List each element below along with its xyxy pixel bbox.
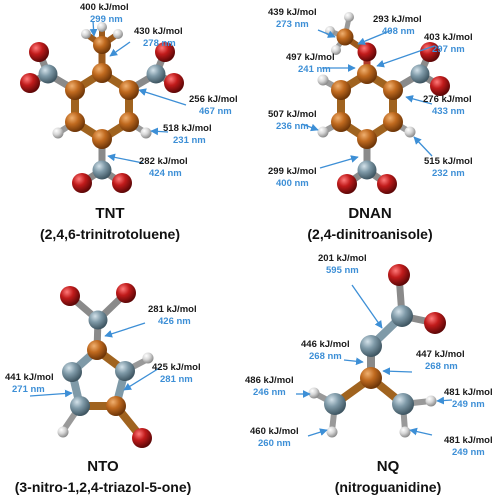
dnan-molecule [317,12,450,194]
nq-bond-energy: 447 kJ/mol [416,349,465,360]
nto-arrow-2 [29,389,73,398]
nq-bond-energy: 460 kJ/mol [250,426,299,437]
nq-bond-wavelength: 268 nm [309,351,342,362]
dnan-bond-energy: 515 kJ/mol [424,156,473,167]
nto-bond-wavelength: 281 nm [160,374,193,385]
dnan-bond-energy: 507 kJ/mol [268,109,317,120]
dnan-bond-energy: 276 kJ/mol [423,94,472,105]
nq-bond-wavelength: 249 nm [452,399,485,410]
nto-panel: 281 kJ/mol 426 nm 441 kJ/mol 271 nm 425 … [5,283,201,495]
dnan-bond-wavelength: 236 nm [276,121,309,132]
nto-arrow-3 [123,366,162,391]
tnt-bond-wavelength: 231 nm [173,135,206,146]
tnt-arrow-2 [109,41,131,57]
nto-bond-energy: 281 kJ/mol [148,304,197,315]
tnt-arrow-3 [138,88,187,106]
nto-name: NTO [87,458,119,475]
dnan-bond-wavelength: 232 nm [432,168,465,179]
dnan-bond-wavelength: 241 nm [298,64,331,75]
nq-arrow-2 [343,357,364,366]
dnan-arrow-5 [301,123,319,132]
dnan-bond-energy: 403 kJ/mol [424,32,473,43]
nq-bond-energy: 201 kJ/mol [318,253,367,264]
tnt-bond-energy: 430 kJ/mol [134,26,183,37]
nq-bond-energy: 486 kJ/mol [245,375,294,386]
nq-bond-wavelength: 595 nm [326,265,359,276]
nq-name: NQ [377,458,400,475]
dnan-arrow-3 [376,45,435,68]
nq-arrow-3 [382,367,413,376]
tnt-arrow-4 [150,127,169,136]
tnt-bond-energy: 282 kJ/mol [139,156,188,167]
nq-bond-energy: 481 kJ/mol [444,387,493,398]
dnan-full-name: (2,4-dinitroanisole) [307,226,432,242]
tnt-full-name: (2,4,6-trinitrotoluene) [40,226,180,242]
nto-full-name: (3-nitro-1,2,4-triazol-5-one) [15,479,192,495]
nto-bond-wavelength: 426 nm [158,316,191,327]
nto-bond-energy: 425 kJ/mol [152,362,201,373]
nq-bond-energy: 446 kJ/mol [301,339,350,350]
dnan-arrow-6 [405,95,433,105]
dnan-bond-energy: 439 kJ/mol [268,7,317,18]
dnan-bond-energy: 293 kJ/mol [373,14,422,25]
nq-molecule [308,264,446,438]
tnt-bond-energy: 256 kJ/mol [189,94,238,105]
dnan-bond-wavelength: 400 nm [276,178,309,189]
dnan-bond-wavelength: 273 nm [276,19,309,30]
nto-bond-wavelength: 271 nm [12,384,45,395]
tnt-molecule [20,22,184,193]
nq-arrow-7 [409,427,433,436]
dnan-bond-energy: 299 kJ/mol [268,166,317,177]
dnan-panel: 439 kJ/mol 273 nm 293 kJ/mol 408 nm 403 … [268,7,473,242]
dnan-arrow-8 [319,155,359,169]
nq-bond-energy: 481 kJ/mol [444,435,493,446]
nq-panel: 201 kJ/mol 595 nm 446 kJ/mol 268 nm 447 … [245,253,493,495]
tnt-panel: 400 kJ/mol 299 nm 430 kJ/mol 278 nm 256 … [20,2,238,242]
nq-full-name: (nitroguanidine) [335,479,442,495]
nto-arrow-1 [104,322,146,338]
dnan-arrow-2 [357,29,393,45]
nq-arrow-6 [307,428,328,437]
dnan-arrow-7 [413,136,433,157]
nq-bond-wavelength: 260 nm [258,438,291,449]
nto-bond-energy: 441 kJ/mol [5,372,54,383]
dnan-bond-wavelength: 297 nm [432,44,465,55]
tnt-bond-wavelength: 299 nm [90,14,123,25]
tnt-bond-wavelength: 467 nm [199,106,232,117]
dnan-bond-wavelength: 408 nm [382,26,415,37]
dnan-arrow-1 [317,29,336,38]
nq-arrow-1 [351,284,383,329]
nq-bond-wavelength: 249 nm [452,447,485,458]
dnan-name: DNAN [348,205,391,222]
tnt-arrow-1 [89,20,98,37]
nto-molecule [57,283,154,448]
nq-arrow-5 [436,396,453,405]
tnt-bond-wavelength: 424 nm [149,168,182,179]
tnt-bond-wavelength: 278 nm [143,38,176,49]
tnt-bond-energy: 400 kJ/mol [80,2,129,13]
dnan-bond-energy: 497 kJ/mol [286,52,335,63]
tnt-arrow-5 [107,153,144,164]
tnt-bond-energy: 518 kJ/mol [163,123,212,134]
nq-bond-wavelength: 246 nm [253,387,286,398]
dnan-bond-wavelength: 433 nm [432,106,465,117]
tnt-name: TNT [95,205,124,222]
nq-bond-wavelength: 268 nm [425,361,458,372]
